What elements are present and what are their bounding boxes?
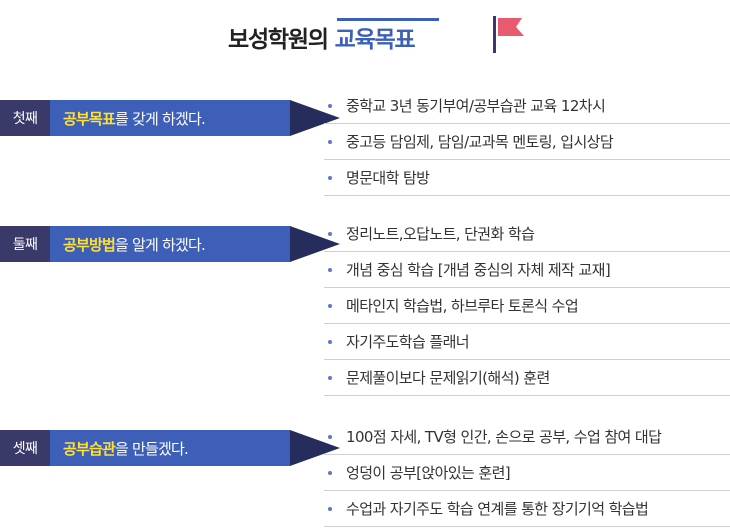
- bullet-icon: [328, 506, 332, 511]
- bullet-icon: [328, 139, 332, 144]
- flag-icon: [493, 16, 524, 53]
- bullet-icon: [328, 267, 332, 272]
- bullet-icon: [328, 103, 332, 108]
- bullet-icon: [328, 175, 332, 180]
- goal-ordinal: 셋째: [0, 430, 50, 466]
- goal-rest: 를 갖게 하겠다.: [115, 109, 206, 128]
- bullet-icon: [328, 339, 332, 344]
- list-item: 개념 중심 학습 [개념 중심의 자체 제작 교재]: [324, 252, 730, 288]
- goal-2-list: 정리노트,오답노트, 단권화 학습 개념 중심 학습 [개념 중심의 자체 제작…: [324, 216, 730, 396]
- list-item: 문제풀이보다 문제읽기(해석) 훈련: [324, 360, 730, 396]
- list-item: 수업과 자기주도 학습 연계를 통한 장기기억 학습법: [324, 491, 730, 527]
- goal-3-list: 100점 자세, TV형 인간, 손으로 공부, 수업 참여 대답 엉덩이 공부…: [324, 419, 730, 527]
- goal-rest: 을 만들겠다.: [115, 439, 189, 458]
- title-accent-text: 교육목표: [334, 27, 416, 53]
- list-item: 100점 자세, TV형 인간, 손으로 공부, 수업 참여 대답: [324, 419, 730, 455]
- bullet-icon: [328, 375, 332, 380]
- title-accent: 교육목표: [334, 18, 439, 53]
- goal-highlight: 공부습관: [63, 439, 116, 458]
- title-main: 보성학원의: [228, 27, 329, 53]
- goal-rest: 을 알게 하겠다.: [115, 235, 206, 254]
- list-item: 엉덩이 공부[앉아있는 훈련]: [324, 455, 730, 491]
- list-item: 명문대학 탐방: [324, 160, 730, 196]
- goal-ordinal: 첫째: [0, 100, 50, 136]
- list-item: 중고등 담임제, 담임/교과목 멘토링, 입시상담: [324, 124, 730, 160]
- list-item: 중학교 3년 동기부여/공부습관 교육 12차시: [324, 88, 730, 124]
- bullet-icon: [328, 434, 332, 439]
- bullet-icon: [328, 231, 332, 236]
- goal-highlight: 공부목표: [63, 109, 116, 128]
- page-title: 보성학원의 교육목표: [228, 18, 439, 54]
- bullet-icon: [328, 470, 332, 475]
- list-item: 자기주도학습 플래너: [324, 324, 730, 360]
- goal-highlight: 공부방법: [63, 235, 116, 254]
- header: 보성학원의 교육목표: [0, 14, 730, 58]
- bullet-icon: [328, 303, 332, 308]
- list-item: 메타인지 학습법, 하브루타 토론식 수업: [324, 288, 730, 324]
- goal-ordinal: 둘째: [0, 226, 50, 262]
- goal-1-list: 중학교 3년 동기부여/공부습관 교육 12차시 중고등 담임제, 담임/교과목…: [324, 88, 730, 196]
- list-item: 정리노트,오답노트, 단권화 학습: [324, 216, 730, 252]
- title-accent-bar: [336, 18, 439, 21]
